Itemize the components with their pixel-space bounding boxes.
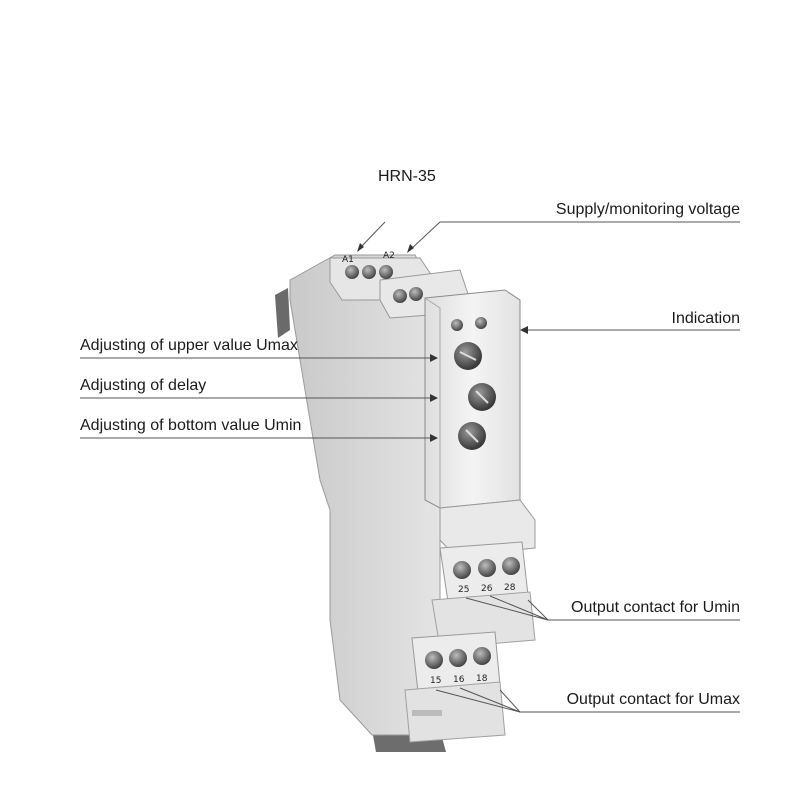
knob-bottom-value xyxy=(458,422,486,450)
knob-delay xyxy=(468,383,496,411)
leader-lines xyxy=(80,221,740,713)
terminal-label-25: 25 xyxy=(458,585,469,595)
supply-terminal-screws xyxy=(345,265,423,303)
callout-indication: Indication xyxy=(672,310,741,327)
terminal-label-16: 16 xyxy=(453,675,465,685)
terminal-label-26: 26 xyxy=(481,584,493,594)
callout-bottom-value: Adjusting of bottom value Umin xyxy=(80,417,301,434)
callout-supply-voltage: Supply/monitoring voltage xyxy=(556,201,740,218)
callout-upper-value: Adjusting of upper value Umax xyxy=(80,337,298,354)
terminal-label-a1: A1 xyxy=(342,255,354,265)
umax-contact-screws xyxy=(425,647,491,669)
callout-output-umin: Output contact for Umin xyxy=(571,599,740,616)
umin-contact-screws xyxy=(453,557,520,579)
callout-delay: Adjusting of delay xyxy=(80,377,206,394)
terminal-label-28: 28 xyxy=(504,583,516,593)
relay-body xyxy=(275,254,536,752)
knob-upper-value xyxy=(454,342,482,370)
terminal-label-a2: A2 xyxy=(383,251,395,261)
terminal-label-18: 18 xyxy=(476,674,488,684)
callout-output-umax: Output contact for Umax xyxy=(567,691,740,708)
indicator-leds xyxy=(451,317,487,331)
device-title: HRN-35 xyxy=(378,168,436,185)
terminal-label-15: 15 xyxy=(430,676,441,686)
